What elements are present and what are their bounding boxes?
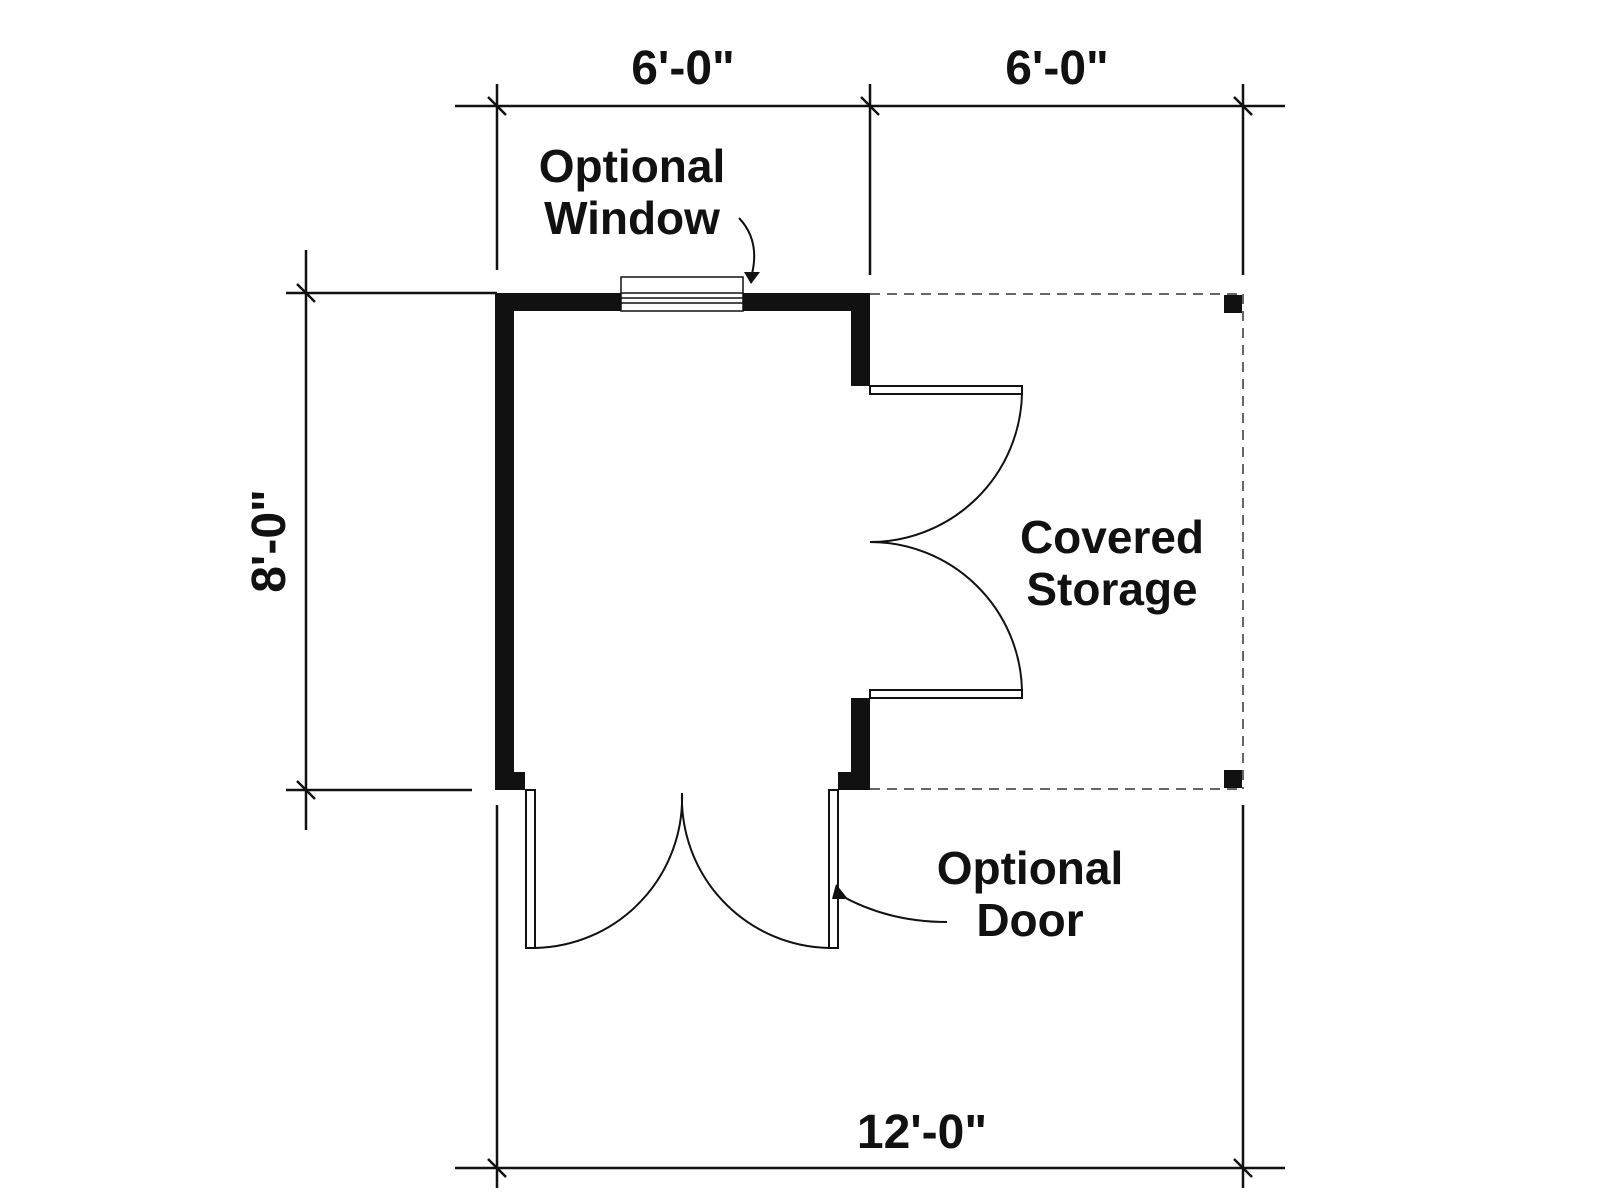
leader-arrows <box>738 217 948 923</box>
dimension-bottom: 12'-0" <box>857 1106 987 1159</box>
storage-posts <box>1224 295 1242 788</box>
tick <box>1233 1158 1253 1178</box>
bottom-wall-stub-left <box>495 772 525 790</box>
tick <box>487 96 507 116</box>
dimension-top-right: 6'-0" <box>1005 42 1109 95</box>
front-door-leaf-left <box>525 789 536 949</box>
door-leaf-upper <box>869 385 1023 395</box>
front-door-swing-left <box>534 792 684 949</box>
post <box>1224 770 1242 788</box>
door-leaf-lower <box>869 689 1023 699</box>
optional-window <box>620 276 744 312</box>
top-wall-right <box>743 293 870 311</box>
door-label-line2: Door <box>976 894 1083 946</box>
tick <box>296 283 316 303</box>
storage-label-line1: Covered <box>1020 511 1204 563</box>
tick <box>487 1158 507 1178</box>
window-label-line1: Optional <box>539 140 726 192</box>
right-wall-lower <box>851 698 870 790</box>
door-swing-lower <box>869 541 1023 691</box>
covered-storage-outline <box>870 293 1244 790</box>
door-label-line1: Optional <box>937 842 1124 894</box>
tick <box>860 96 880 116</box>
front-door-swing-right <box>680 792 830 949</box>
window-frame <box>620 276 744 312</box>
post <box>1224 295 1242 313</box>
window-arrowhead <box>744 272 760 284</box>
dimension-lines <box>286 84 1285 1188</box>
dimension-left: 8'-0" <box>243 489 296 593</box>
door-arrowhead <box>832 884 848 899</box>
dimension-top-left: 6'-0" <box>631 42 735 95</box>
right-wall-upper <box>851 293 870 386</box>
front-double-door <box>525 789 839 949</box>
window-leader-line <box>738 217 756 275</box>
top-wall-left <box>495 293 621 311</box>
leader-arrowheads <box>744 272 848 899</box>
side-double-door <box>869 385 1023 699</box>
left-wall <box>495 293 514 790</box>
door-leader-line <box>839 894 948 923</box>
front-door-leaf-right <box>828 789 839 949</box>
window-label-line2: Window <box>544 192 720 244</box>
door-swing-upper <box>869 393 1023 543</box>
bottom-wall-stub-right <box>838 772 870 790</box>
storage-label-line2: Storage <box>1026 563 1197 615</box>
tick <box>1233 96 1253 116</box>
tick <box>296 780 316 800</box>
walls <box>495 293 870 790</box>
